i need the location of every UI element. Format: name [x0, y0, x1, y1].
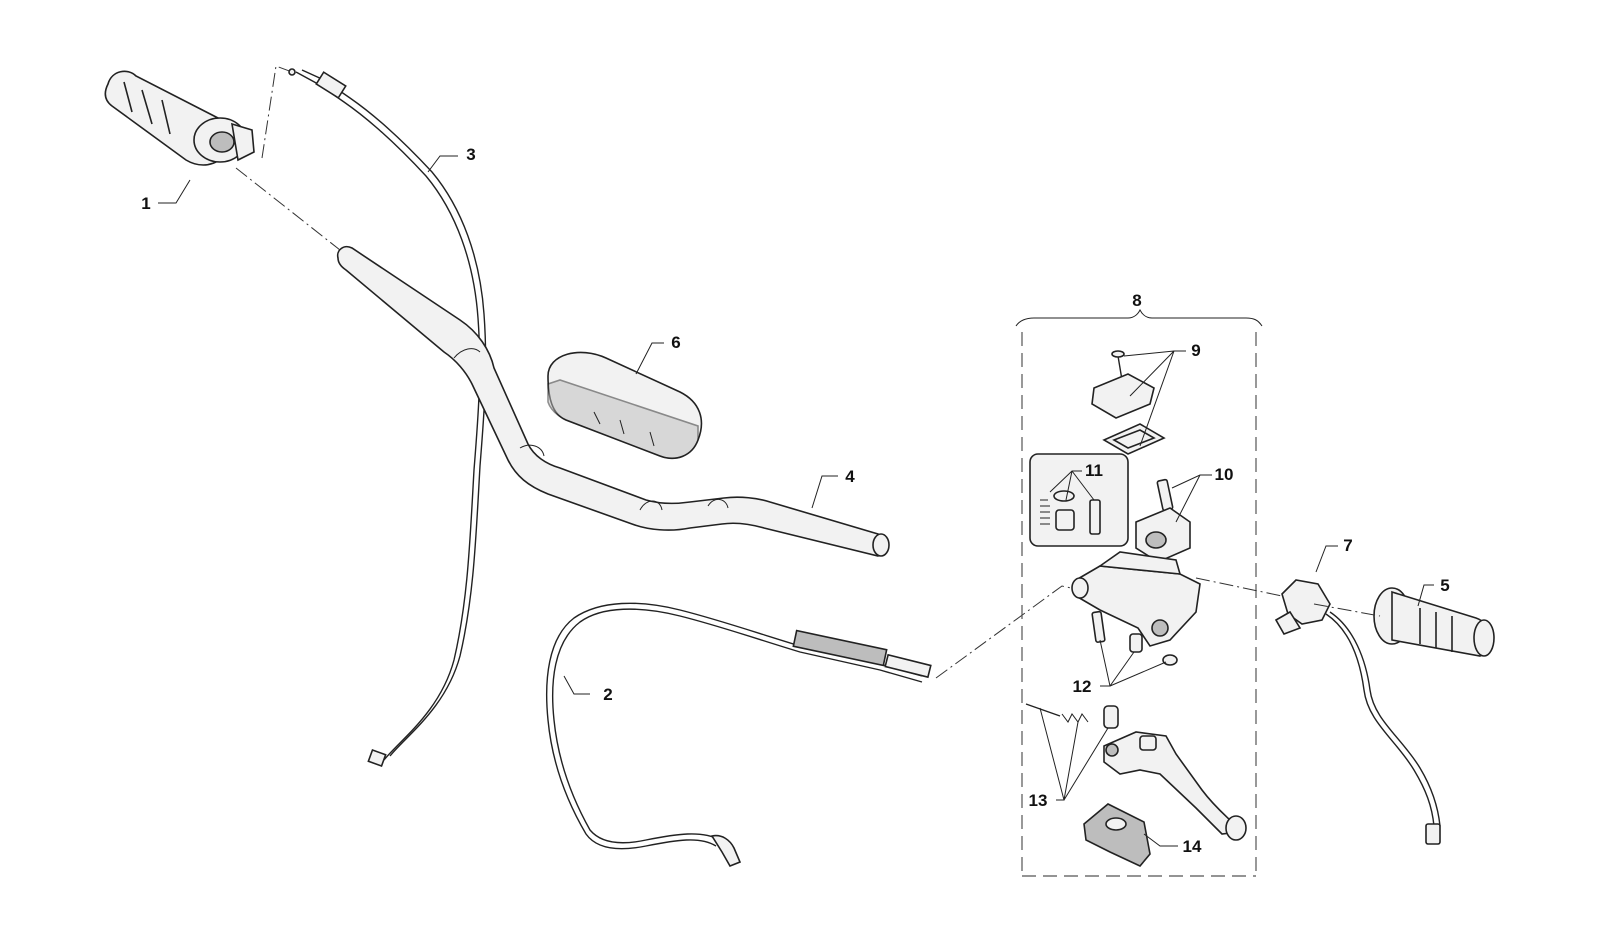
callout-4: 4 [845, 467, 855, 486]
part-14-lever-guard[interactable] [1083, 803, 1151, 867]
part-9-reservoir-cap[interactable] [1091, 350, 1166, 455]
callout-1: 1 [141, 194, 150, 213]
part-12-fasteners[interactable] [1091, 610, 1178, 666]
callout-13: 13 [1029, 791, 1048, 810]
callout-11: 11 [1085, 461, 1103, 480]
part-10-clamp[interactable] [1135, 478, 1191, 563]
part-5-right-grip[interactable] [1373, 587, 1495, 657]
part-1-throttle-grip[interactable] [104, 70, 255, 166]
part-7-switch[interactable] [1274, 579, 1441, 845]
part-1-alignment-line [235, 167, 341, 251]
part-1-cable-link-line [261, 65, 293, 159]
part-6-handlebar-pad[interactable] [547, 351, 703, 460]
part-5-alignment-line [1313, 603, 1381, 617]
callout-9: 9 [1191, 341, 1200, 360]
part-2-link-line [935, 585, 1081, 679]
part-3-throttle-cable[interactable] [288, 68, 487, 768]
part-2-clutch-cable[interactable] [545, 602, 932, 868]
part-7-alignment-line [1195, 577, 1283, 597]
callout-8: 8 [1132, 291, 1141, 310]
part-4-handlebar[interactable] [336, 245, 890, 557]
callout-5: 5 [1440, 576, 1449, 595]
callout-10: 10 [1215, 465, 1234, 484]
part-13-clutch-lever[interactable] [1025, 703, 1247, 841]
callout-3: 3 [466, 145, 475, 164]
leader-lines [158, 155, 1434, 847]
callout-labels: 1 2 3 4 5 6 7 8 9 10 11 12 13 14 [141, 145, 1449, 856]
part-8-group-brace [1015, 308, 1263, 327]
clutch-master-cylinder-body[interactable] [1071, 551, 1201, 647]
callout-7: 7 [1343, 536, 1352, 555]
part-11-repair-kit[interactable] [1029, 453, 1129, 547]
callout-6: 6 [671, 333, 680, 352]
callout-12: 12 [1073, 677, 1092, 696]
callout-14: 14 [1183, 837, 1202, 856]
part-8-group-box [1021, 332, 1257, 877]
callout-2: 2 [603, 685, 612, 704]
